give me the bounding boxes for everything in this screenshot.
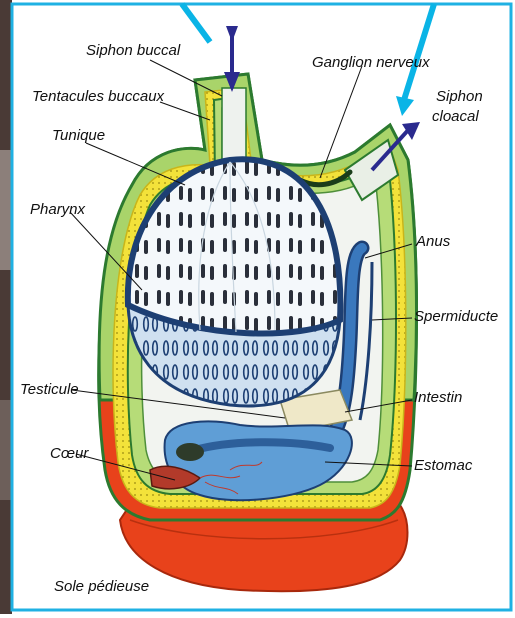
label-testicule: Testicule: [20, 381, 79, 398]
label-siphon-buccal: Siphon buccal: [86, 42, 180, 59]
label-sole-pedieuse: Sole pédieuse: [54, 578, 149, 595]
label-ganglion-nerveux: Ganglion nerveux: [312, 54, 430, 71]
background-strip: [0, 0, 12, 614]
label-tentacules-buccaux: Tentacules buccaux: [32, 88, 164, 105]
label-siphon-cloacal-line2: cloacal: [432, 108, 479, 125]
label-siphon-cloacal-line1: Siphon: [436, 88, 483, 105]
label-anus: Anus: [416, 233, 450, 250]
label-tunique: Tunique: [52, 127, 105, 144]
label-spermiducte: Spermiducte: [414, 308, 498, 325]
label-coeur: Cœur: [50, 445, 88, 462]
label-intestin: Intestin: [414, 389, 462, 406]
label-estomac: Estomac: [414, 457, 472, 474]
label-pharynx: Pharynx: [30, 201, 85, 218]
